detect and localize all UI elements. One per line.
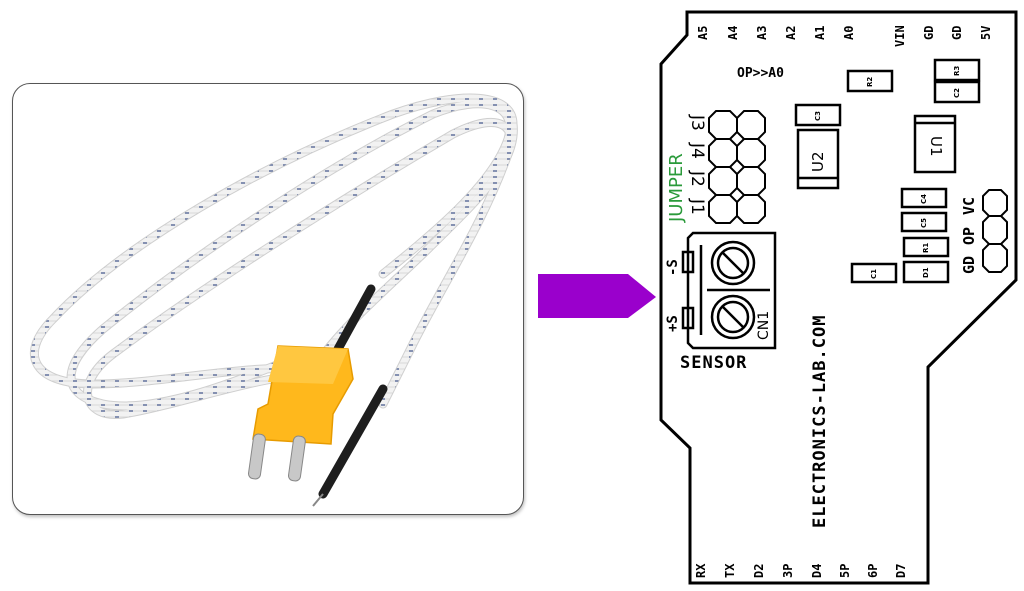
pin-label-a0: A0	[842, 25, 856, 40]
header-label-op: OP	[960, 226, 978, 245]
jumper-label-j3: J3	[687, 115, 707, 131]
pin-label-a4: A4	[726, 25, 740, 40]
r3-label: R3	[953, 65, 961, 76]
arrow-right-icon	[538, 274, 656, 318]
op-a0-label: OP>>A0	[737, 66, 784, 81]
c2-footprint	[933, 80, 981, 104]
pin-label-a1: A1	[813, 25, 827, 40]
c5-label: C5	[920, 217, 928, 228]
c3-label: C3	[814, 110, 822, 121]
pin-label-a2: A2	[784, 25, 798, 40]
cn1-label: CN1	[756, 310, 772, 340]
jumper-label-j2: J2	[687, 171, 707, 187]
probe-tip	[312, 493, 324, 507]
jumper-label-j4: J4	[687, 143, 707, 159]
r1-label: R1	[922, 242, 930, 253]
pin-label-gd-1: GD	[922, 25, 936, 40]
sensor-title: SENSOR	[680, 353, 748, 373]
pin-label-tx: TX	[723, 563, 737, 578]
pin-label-vin: VIN	[893, 25, 907, 47]
c1-label: C1	[870, 268, 878, 279]
r2-footprint	[846, 69, 894, 93]
c2-label: C2	[953, 87, 961, 98]
jumper-title: JUMPER	[666, 153, 687, 222]
c4-label: C4	[920, 193, 928, 204]
pin-label-a5: A5	[696, 25, 710, 40]
pin-label-d2: D2	[752, 563, 766, 578]
jumper-header	[708, 110, 766, 224]
r1-footprint	[902, 236, 950, 258]
sensor-plus-label: +S	[665, 315, 681, 332]
header-label-gd: GD	[960, 255, 978, 274]
pin-label-6p: 6P	[866, 563, 880, 578]
r2-label: R2	[866, 76, 874, 87]
d1-label: D1	[922, 267, 930, 278]
sleeve-upper	[333, 284, 376, 354]
r3-footprint	[933, 58, 981, 82]
sensor-minus-label: -S	[665, 259, 681, 276]
c5-footprint	[900, 211, 948, 233]
probe-sleeve	[318, 384, 388, 499]
c3-footprint	[794, 103, 842, 127]
board-outline	[659, 10, 1018, 585]
jumper-label-j1: J1	[687, 199, 707, 215]
pin-label-5v: 5V	[979, 25, 993, 40]
u2-label: U2	[809, 151, 827, 172]
pin-label-rx: RX	[694, 563, 708, 578]
pin-label-5p: 5P	[838, 563, 852, 578]
u2-footprint	[796, 128, 840, 190]
thermocouple-photo	[12, 83, 524, 515]
sensor-terminal-block	[681, 231, 777, 350]
pin-label-d7: D7	[894, 563, 908, 578]
site-label: ELECTRONICS-LAB.COM	[810, 314, 830, 528]
pin-label-d4: D4	[810, 563, 824, 578]
header-label-vc: VC	[960, 196, 978, 215]
c1-footprint	[850, 262, 898, 284]
pin-label-a3: A3	[755, 25, 769, 40]
three-pin-header	[982, 189, 1008, 273]
u1-footprint	[913, 114, 957, 174]
pin-label-3p: 3P	[781, 563, 795, 578]
u1-label: U1	[927, 136, 945, 157]
pin-label-gd-2: GD	[950, 25, 964, 40]
yellow-connector	[248, 345, 354, 482]
c4-footprint	[900, 187, 948, 209]
d1-footprint	[902, 260, 950, 284]
thermocouple-illustration	[29, 93, 518, 507]
